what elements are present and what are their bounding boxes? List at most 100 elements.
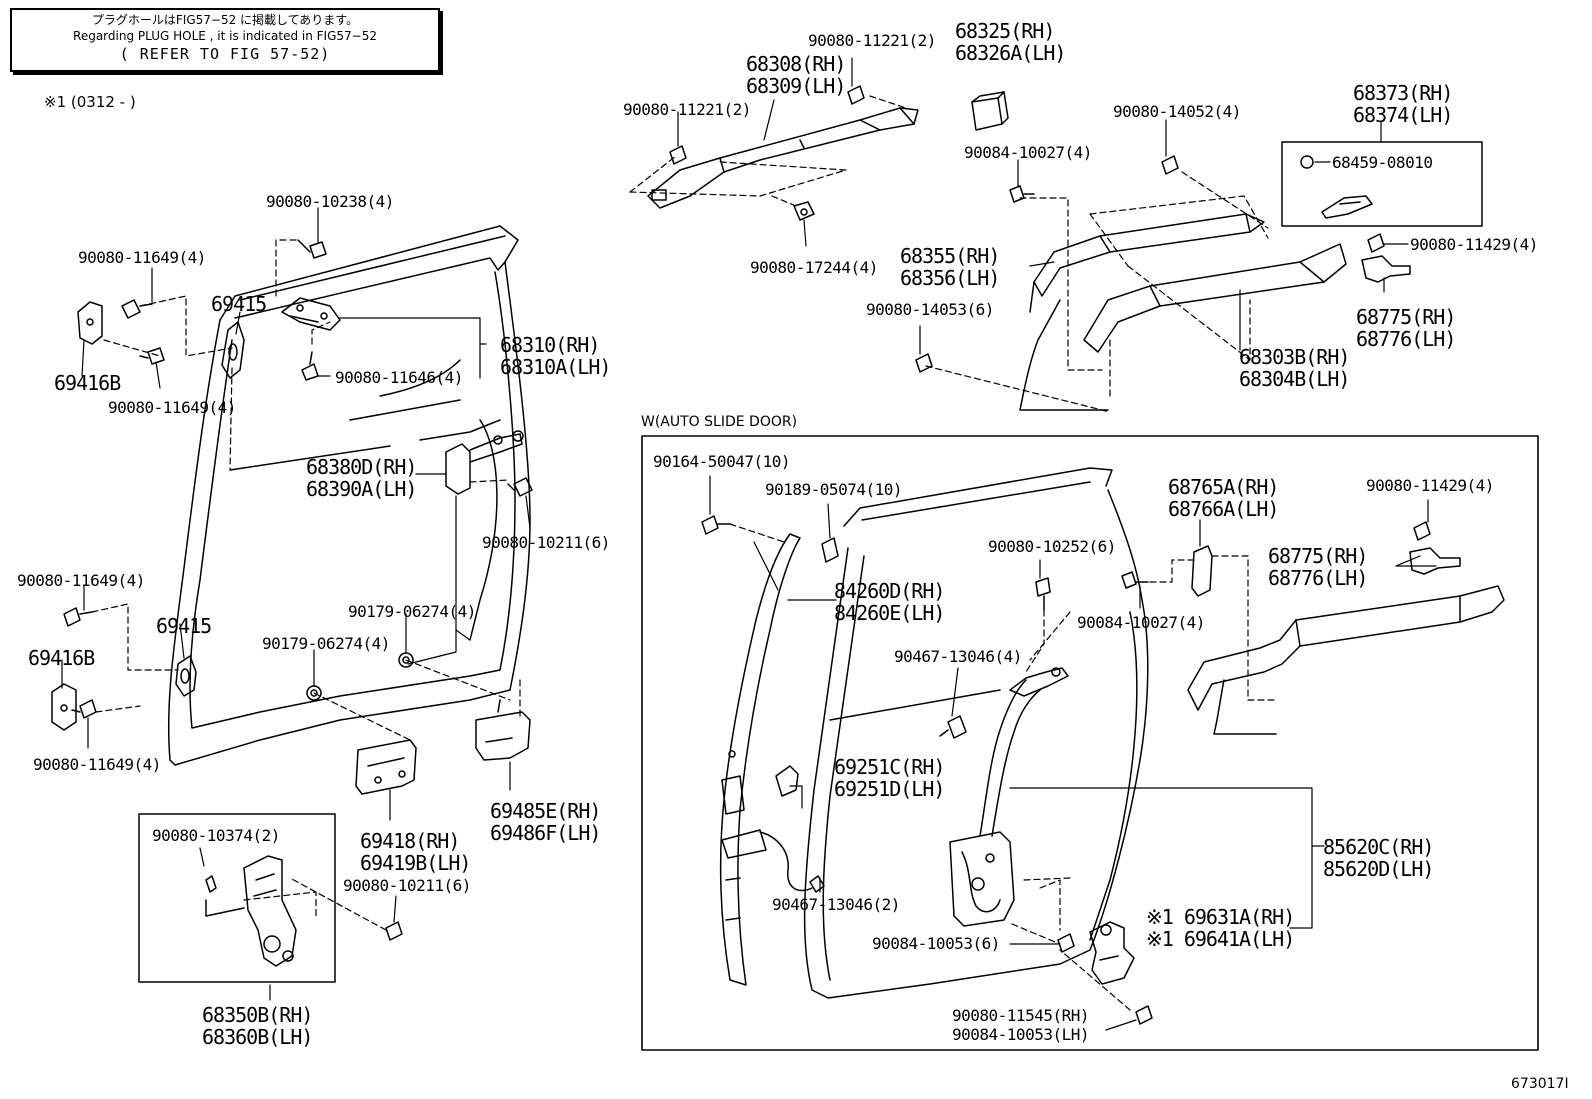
label-69415-upper[interactable]: 69415	[211, 292, 267, 316]
label-90080-11649-d[interactable]: 90080-11649(4)	[33, 755, 161, 774]
label-90084-10053-a[interactable]: 90084-10053(6)	[872, 934, 1000, 953]
label-84260D[interactable]: 84260D(RH)	[834, 579, 945, 603]
part-68303-rail-w	[1187, 585, 1505, 735]
label-90080-11649-c[interactable]: 90080-11649(4)	[17, 571, 145, 590]
label-90164-50047[interactable]: 90164-50047(10)	[653, 452, 791, 471]
label-90080-10211-b[interactable]: 90080-10211(6)	[343, 876, 471, 895]
part-69415-upper	[221, 321, 245, 379]
label-90080-11429-w[interactable]: 90080-11429(4)	[1366, 476, 1494, 495]
w-dashed-guides	[729, 523, 1277, 1011]
label-90080-10211-a[interactable]: 90080-10211(6)	[482, 533, 610, 552]
label-68309[interactable]: 68309(LH)	[746, 74, 846, 98]
part-69416B-upper	[77, 301, 103, 345]
label-90080-11545[interactable]: 90080-11545(RH)	[952, 1006, 1090, 1025]
section-title-auto-slide-door: W(AUTO SLIDE DOOR)	[641, 414, 798, 430]
label-68390A[interactable]: 68390A(LH)	[306, 477, 417, 501]
label-68326A[interactable]: 68326A(LH)	[955, 41, 1066, 65]
nut-90179-06274-a	[398, 652, 414, 668]
detail-box-68373	[1281, 141, 1483, 227]
bolt-90080-10238	[297, 239, 327, 259]
note-japanese: プラグホールはFIG57−52 に掲載してあります。	[91, 13, 359, 27]
label-68459-08010[interactable]: 68459-08010	[1332, 153, 1433, 172]
label-68304B[interactable]: 68304B(LH)	[1239, 367, 1350, 391]
label-85620C[interactable]: 85620C(RH)	[1323, 835, 1434, 859]
label-90080-11649-a[interactable]: 90080-11649(4)	[78, 248, 206, 267]
label-90084-10027-w[interactable]: 90084-10027(4)	[1077, 613, 1205, 632]
label-90080-10252[interactable]: 90080-10252(6)	[988, 537, 1116, 556]
bolt-90080-11649-c	[63, 607, 93, 627]
label-90080-10238[interactable]: 90080-10238(4)	[266, 192, 394, 211]
label-90080-11649-b[interactable]: 90080-11649(4)	[108, 398, 236, 417]
part-85620C-cable-assembly	[949, 667, 1069, 927]
label-90080-11221-b[interactable]: 90080-11221(2)	[623, 100, 751, 119]
label-90189-05074[interactable]: 90189-05074(10)	[765, 480, 903, 499]
label-68310A[interactable]: 68310A(LH)	[500, 355, 611, 379]
label-69251C[interactable]: 69251C(RH)	[834, 755, 945, 779]
nut-90080-17244	[793, 201, 815, 221]
label-68325[interactable]: 68325(RH)	[955, 19, 1055, 43]
part-68325-cap	[971, 91, 1009, 131]
label-68355[interactable]: 68355(RH)	[900, 244, 1000, 268]
label-69418[interactable]: 69418(RH)	[360, 829, 460, 853]
bolt-90080-11221-a	[847, 85, 865, 105]
label-90080-14053[interactable]: 90080-14053(6)	[866, 300, 994, 319]
bolt-90080-11649-a	[121, 299, 153, 319]
part-68303B-rail	[1019, 243, 1347, 411]
label-90080-11429-top[interactable]: 90080-11429(4)	[1410, 235, 1538, 254]
label-68360B[interactable]: 68360B(LH)	[202, 1025, 313, 1049]
label-69416B-lower[interactable]: 69416B	[28, 646, 95, 670]
label-69419B[interactable]: 69419B(LH)	[360, 851, 471, 875]
note-refer: ( REFER TO FIG 57-52)	[119, 45, 331, 63]
label-90179-06274-b[interactable]: 90179-06274(4)	[262, 634, 390, 653]
label-85620D[interactable]: 85620D(LH)	[1323, 857, 1434, 881]
slide-door-frame-left	[167, 225, 531, 766]
label-68775-w[interactable]: 68775(RH)	[1268, 544, 1368, 568]
label-90080-14052[interactable]: 90080-14052(4)	[1113, 102, 1241, 121]
label-90467-13046-a[interactable]: 90467-13046(4)	[894, 647, 1022, 666]
part-68373-clip	[1321, 195, 1373, 219]
label-68356[interactable]: 68356(LH)	[900, 266, 1000, 290]
label-69251D[interactable]: 69251D(LH)	[834, 777, 945, 801]
bolt-90080-11221-b	[669, 145, 687, 165]
label-68766A[interactable]: 68766A(LH)	[1168, 497, 1279, 521]
label-69486F[interactable]: 69486F(LH)	[490, 821, 601, 845]
label-90084-10027-top[interactable]: 90084-10027(4)	[964, 143, 1092, 162]
clip-90467-13046-a	[939, 715, 967, 739]
label-68380D[interactable]: 68380D(RH)	[306, 455, 417, 479]
label-68776-top[interactable]: 68776(LH)	[1356, 327, 1456, 351]
label-69415-lower[interactable]: 69415	[156, 614, 212, 638]
bolt-90080-14052	[1161, 155, 1179, 175]
label-69485E[interactable]: 69485E(RH)	[490, 799, 601, 823]
bolt-90080-10211-b	[289, 877, 403, 941]
bolt-90080-10252	[1035, 577, 1051, 611]
part-69418-bracket	[355, 739, 417, 795]
label-68350B[interactable]: 68350B(RH)	[202, 1003, 313, 1027]
label-68303B[interactable]: 68303B(RH)	[1239, 345, 1350, 369]
label-68765A[interactable]: 68765A(RH)	[1168, 475, 1279, 499]
label-69631A[interactable]: ※1 69631A(RH)	[1146, 905, 1295, 929]
footnote-1: ※1 (0312 - )	[44, 93, 136, 111]
part-69631A-motor	[1089, 921, 1135, 985]
label-90467-13046-b[interactable]: 90467-13046(2)	[772, 895, 900, 914]
label-84260E[interactable]: 84260E(LH)	[834, 601, 945, 625]
label-90080-17244[interactable]: 90080-17244(4)	[750, 258, 878, 277]
label-69416B-upper[interactable]: 69416B	[54, 371, 121, 395]
part-68765A-bracket	[1191, 545, 1213, 597]
label-69641A[interactable]: ※1 69641A(LH)	[1146, 927, 1295, 951]
label-90179-06274-a[interactable]: 90179-06274(4)	[348, 602, 476, 621]
part-69251C-wire	[759, 765, 825, 893]
label-68373[interactable]: 68373(RH)	[1353, 81, 1453, 105]
label-90080-11221-a[interactable]: 90080-11221(2)	[808, 31, 936, 50]
part-68308-upper-rail	[647, 107, 919, 209]
label-90080-11646[interactable]: 90080-11646(4)	[335, 368, 463, 387]
label-68776-w[interactable]: 68776(LH)	[1268, 566, 1368, 590]
label-68775-top[interactable]: 68775(RH)	[1356, 305, 1456, 329]
label-90080-10374[interactable]: 90080-10374(2)	[152, 826, 280, 845]
w-leaders	[709, 475, 1437, 1031]
label-68308[interactable]: 68308(RH)	[746, 52, 846, 76]
label-68310[interactable]: 68310(RH)	[500, 333, 600, 357]
label-90084-10053-b[interactable]: 90084-10053(LH)	[952, 1025, 1090, 1044]
label-68374[interactable]: 68374(LH)	[1353, 103, 1453, 127]
bolt-90080-11429-w	[1413, 521, 1431, 541]
